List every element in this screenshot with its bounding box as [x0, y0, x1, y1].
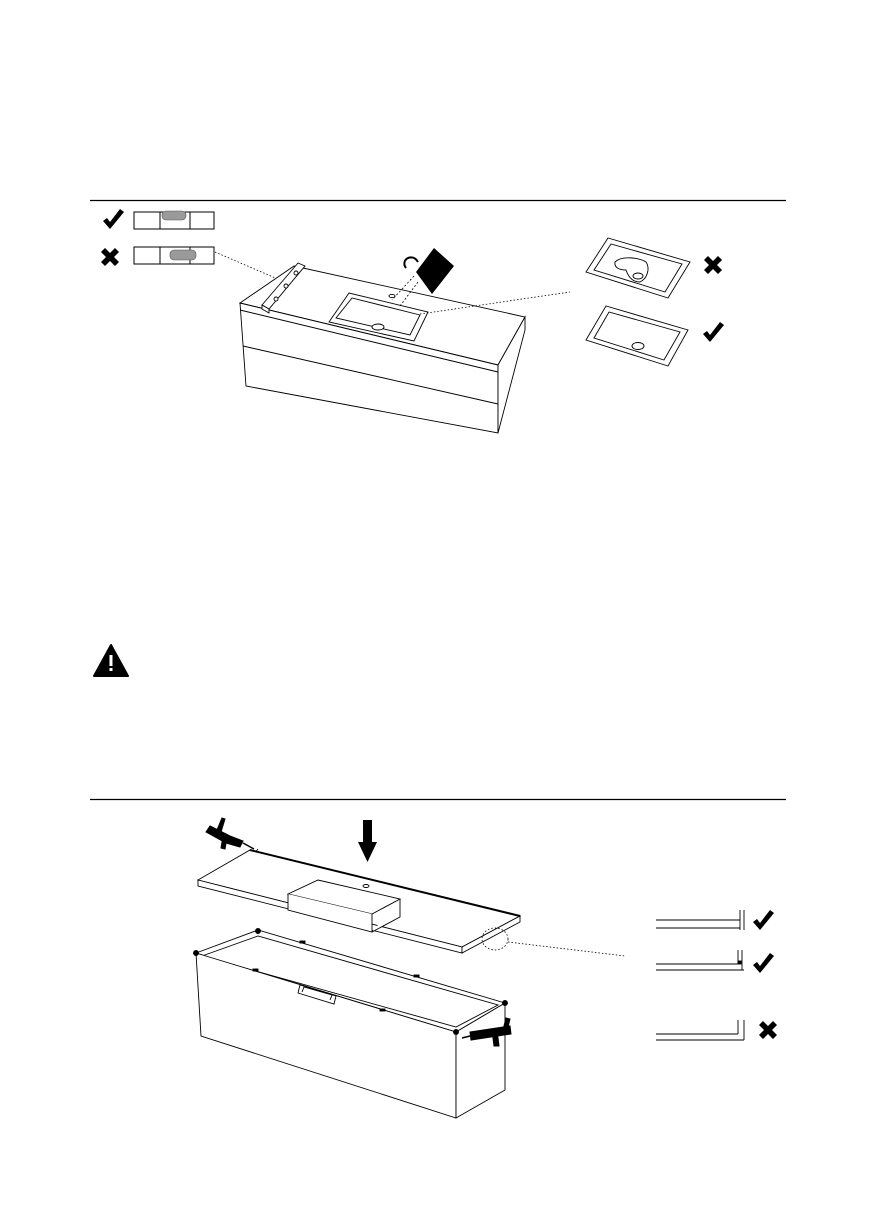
level-bubble — [162, 211, 186, 220]
level-incorrect-row — [101, 247, 280, 280]
basin-detail-incorrect — [586, 238, 690, 298]
cross-mark-icon — [704, 256, 722, 274]
installation-diagram — [0, 810, 874, 1130]
down-arrow-icon — [358, 820, 377, 862]
spirit-level-icon — [134, 211, 214, 229]
check-mark-icon — [753, 953, 774, 973]
check-mark-icon — [753, 910, 774, 930]
warning-triangle-icon — [94, 645, 128, 676]
basin-detail-correct — [586, 306, 688, 366]
edge-detail-correct-lip — [656, 950, 744, 970]
edge-detail-correct-flush — [656, 910, 744, 930]
silicone-gun-icon — [206, 818, 258, 852]
spirit-level-icon — [134, 247, 214, 264]
warning-area — [0, 640, 874, 682]
level-correct-row — [103, 209, 214, 229]
leveling-diagram — [0, 205, 874, 440]
level-bubble — [170, 250, 196, 260]
edge-detail-incorrect-gap — [656, 1020, 744, 1040]
divider-bottom — [0, 798, 874, 802]
check-mark-icon — [103, 209, 124, 229]
vanity-cabinet — [194, 929, 508, 1119]
check-mark-icon — [703, 322, 724, 342]
cross-mark-icon — [101, 248, 119, 266]
divider-top — [0, 199, 874, 203]
cross-mark-icon — [759, 1021, 777, 1039]
